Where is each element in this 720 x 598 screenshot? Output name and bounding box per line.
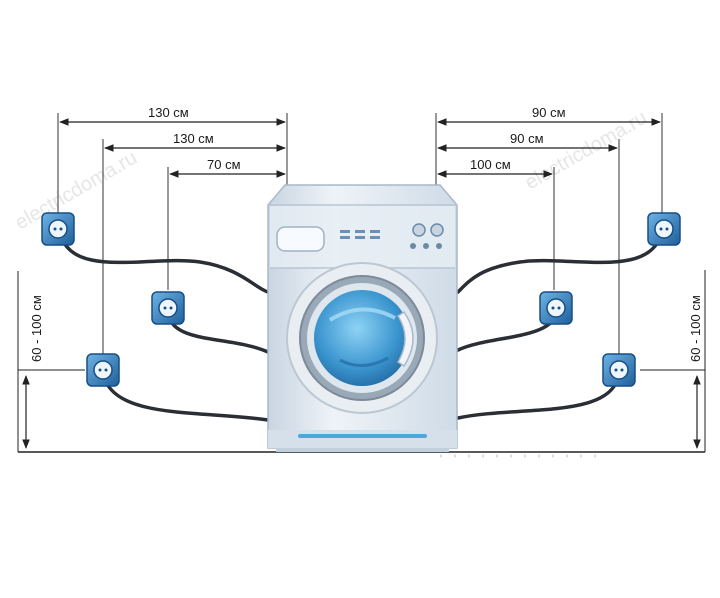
left-extension-lines — [57, 113, 288, 360]
control-buttons — [340, 230, 380, 239]
drum-window — [314, 290, 410, 386]
height-dimension-left: 60 - 100 см — [17, 271, 85, 452]
power-socket-icon — [602, 353, 636, 387]
dimension-label-left-mid: 130 см — [173, 131, 214, 146]
height-label-right: 60 - 100 см — [688, 295, 703, 362]
power-socket-icon — [86, 353, 120, 387]
watermark-text: electricdoma.ru — [12, 147, 141, 234]
power-socket-icon — [151, 291, 185, 325]
dimension-label-right-mid: 90 см — [510, 131, 544, 146]
height-dimension-right: 60 - 100 см — [640, 270, 706, 452]
power-socket-icon — [539, 291, 573, 325]
display-panel — [276, 226, 325, 252]
watermark-text: electricdoma.ru — [522, 107, 651, 194]
power-cables — [58, 230, 664, 422]
dimension-label-right-low: 100 см — [470, 157, 511, 172]
power-socket-icon — [41, 212, 75, 246]
dimension-label-left-low: 70 см — [207, 157, 241, 172]
washing-machine-icon — [267, 184, 458, 452]
door-handle — [396, 310, 414, 368]
dimension-label-right-top: 90 см — [532, 105, 566, 120]
left-dimension-arrows — [59, 118, 286, 178]
height-label-left: 60 - 100 см — [29, 295, 44, 362]
right-dimension-arrows — [437, 118, 661, 178]
control-knobs — [410, 223, 444, 249]
dimension-label-left-top: 130 см — [148, 105, 189, 120]
right-extension-lines — [435, 113, 663, 355]
power-socket-icon — [647, 212, 681, 246]
